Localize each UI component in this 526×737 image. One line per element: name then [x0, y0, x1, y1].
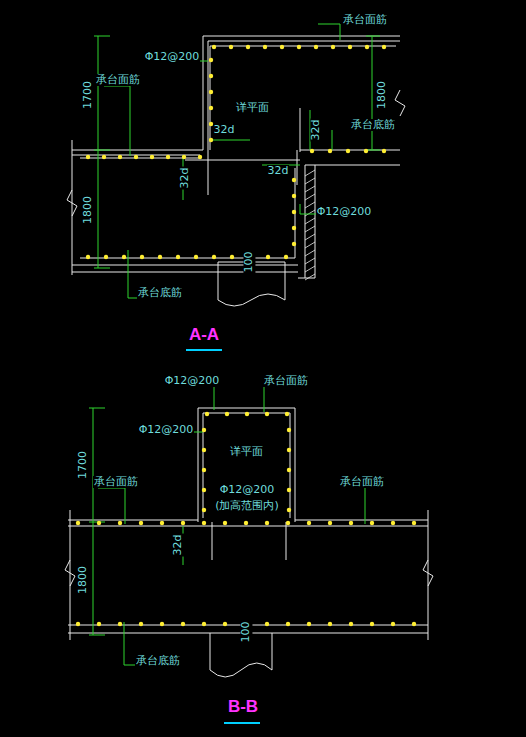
- rebar-label: 32d: [213, 124, 236, 136]
- dimension-text: 100: [243, 251, 255, 274]
- dimension-text: 1800: [77, 565, 89, 595]
- rebar-dots: [76, 45, 416, 626]
- rebar-label: 承台面筋: [263, 375, 309, 387]
- rebar-label: Φ12@200: [144, 51, 201, 63]
- rebar-label: 详平面: [229, 446, 264, 458]
- rebar-label: Φ12@200: [316, 206, 373, 218]
- concrete-outline: [65, 36, 433, 677]
- dimension-text: 32d: [172, 534, 184, 557]
- rebar-label: 承台底筋: [135, 655, 181, 667]
- dimension-text: 32d: [310, 119, 322, 142]
- rebar-label: (加高范围内): [214, 500, 280, 512]
- rebar-label: 承台底筋: [137, 287, 183, 299]
- dimension-text: 32d: [179, 167, 191, 190]
- dimension-text: 1800: [376, 80, 388, 110]
- rebar-label: 承台面筋: [93, 476, 139, 488]
- rebar-label: 32d: [267, 165, 290, 177]
- rebar-label: 承台面筋: [342, 14, 388, 26]
- section-title: A-A: [188, 326, 220, 345]
- rebar-label: Φ12@200: [219, 484, 276, 496]
- rebar-label: 详平面: [235, 102, 270, 114]
- dimension-text: 1700: [82, 80, 94, 110]
- title-underline: [186, 349, 222, 351]
- section-title: B-B: [227, 698, 259, 717]
- rebar-label: 承台面筋: [339, 476, 385, 488]
- rebar-label: Φ12@200: [138, 424, 195, 436]
- dimension-text: 1700: [77, 450, 89, 480]
- rebar-label: 承台面筋: [95, 74, 141, 86]
- rebar-label: 承台底筋: [350, 119, 396, 131]
- rebar-label: Φ12@200: [164, 375, 221, 387]
- dimension-text: 100: [240, 621, 252, 644]
- dimension-lines: [89, 24, 380, 665]
- title-underline: [224, 722, 260, 724]
- wall-hatch: [305, 170, 315, 280]
- dimension-text: 1800: [82, 195, 94, 225]
